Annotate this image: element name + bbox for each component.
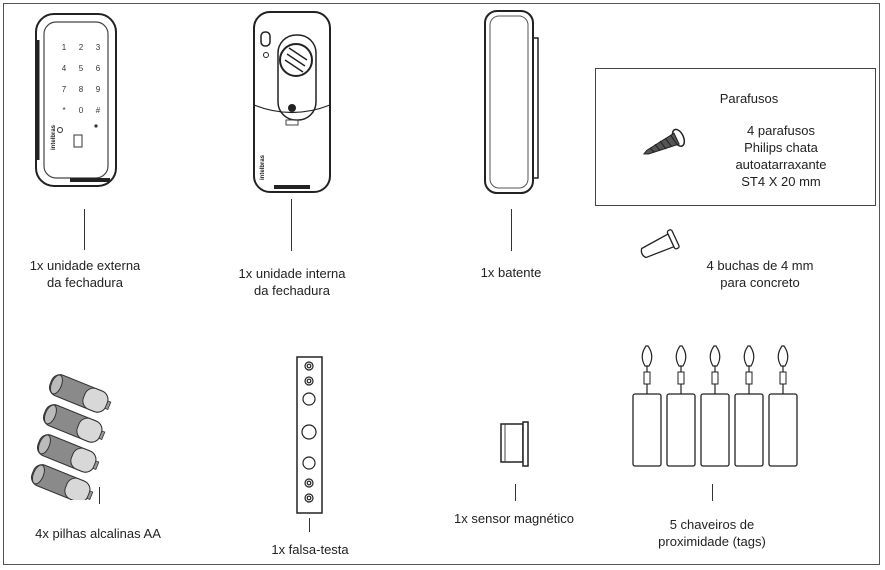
proximity-tag-icon	[734, 345, 764, 467]
tags-illustration	[632, 345, 798, 467]
batteries-label: 4x pilhas alcalinas AA	[35, 526, 161, 541]
screws-title: Parafusos	[719, 91, 779, 106]
battery-icon	[42, 404, 106, 443]
keypad-key: #	[96, 106, 101, 115]
internal-unit-label: 1x unidade interna da fechadura	[238, 266, 346, 298]
tags-label: 5 chaveiros de proximidade (tags)	[658, 517, 766, 549]
svg-text:intelbras: intelbras	[51, 124, 57, 150]
sensor-leader	[515, 484, 516, 501]
tags-leader	[712, 484, 713, 501]
strike-leader	[511, 209, 512, 251]
keypad-key: 5	[79, 64, 84, 73]
proximity-tag-icon	[768, 345, 798, 467]
keypad-key: 1	[62, 43, 67, 52]
anchors-label: 4 buchas de 4 mm para concreto	[706, 258, 814, 290]
keypad-key: 6	[96, 64, 101, 73]
external-unit-illustration: 1 2 3 4 5 6 7 8 9 * 0 # intelbras	[35, 13, 117, 187]
sensor-label: 1x sensor magnético	[454, 511, 574, 526]
keypad-key: 9	[96, 85, 101, 94]
screws-box	[595, 68, 876, 206]
keypad-key: 4	[62, 64, 67, 73]
svg-text:intelbras: intelbras	[260, 154, 266, 180]
faceplate-illustration	[296, 356, 323, 514]
batteries-illustration	[30, 374, 112, 500]
keypad-key: 8	[79, 85, 84, 94]
external-unit-label: 1x unidade externa da fechadura	[29, 258, 141, 290]
keypad-key: 7	[62, 85, 67, 94]
proximity-tag-icon	[700, 345, 730, 467]
faceplate-label: 1x falsa-testa	[271, 542, 349, 557]
internal-unit-illustration: intelbras	[253, 11, 331, 193]
page-frame	[3, 3, 880, 565]
magnetic-sensor-illustration	[500, 421, 529, 467]
proximity-tag-icon	[632, 345, 662, 467]
internal-unit-leader	[291, 199, 292, 251]
batteries-leader	[99, 487, 100, 504]
battery-icon	[48, 374, 112, 413]
proximity-tag-icon	[666, 345, 696, 467]
keypad-key: *	[62, 106, 65, 115]
faceplate-leader	[309, 518, 310, 532]
strike-label: 1x batente	[480, 265, 542, 280]
external-unit-leader	[84, 209, 85, 250]
battery-icon	[36, 434, 100, 473]
keypad-key: 0	[79, 106, 84, 115]
keypad-key: 2	[79, 43, 84, 52]
screws-description: 4 parafusos Philips chata autoatarraxant…	[735, 123, 827, 189]
keypad-key: 3	[96, 43, 101, 52]
strike-illustration	[484, 10, 539, 194]
screw-icon	[642, 128, 686, 155]
anchor-icon	[640, 229, 680, 259]
battery-icon	[30, 464, 94, 500]
